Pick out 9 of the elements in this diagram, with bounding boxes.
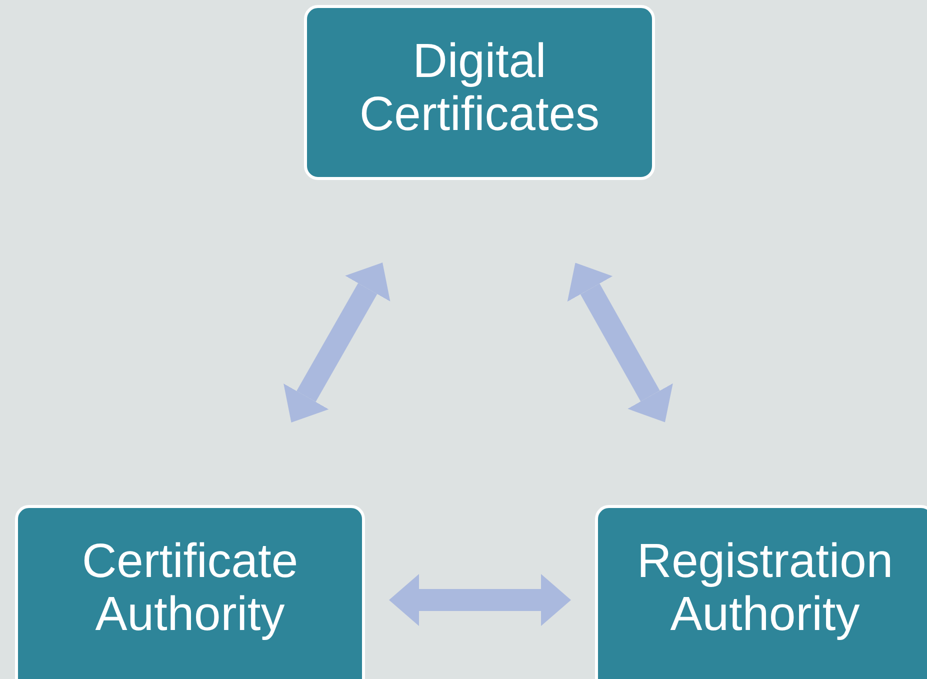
process-box — [304, 5, 655, 180]
node-label: Certificate Authority — [80, 536, 300, 642]
node-label: Digital Certificates — [358, 36, 601, 142]
double-arrow — [284, 262, 390, 422]
node-label: Registration Authority — [636, 536, 894, 642]
double-arrow — [567, 262, 673, 422]
double-arrow — [389, 574, 571, 626]
process-box — [595, 505, 927, 679]
process-box — [15, 505, 365, 679]
